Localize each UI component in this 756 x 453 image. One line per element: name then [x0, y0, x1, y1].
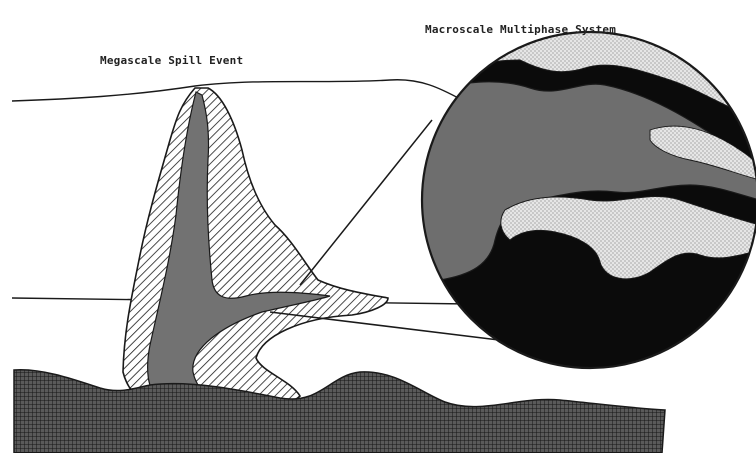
spill-event-label: Megascale Spill Event	[100, 54, 243, 67]
bedrock-layer	[14, 370, 665, 453]
connector-line-upper	[300, 120, 432, 285]
ground-surface-line	[12, 80, 462, 101]
magnified-multiphase-circle	[420, 30, 756, 370]
multiphase-system-label: Macroscale Multiphase System	[425, 23, 616, 36]
